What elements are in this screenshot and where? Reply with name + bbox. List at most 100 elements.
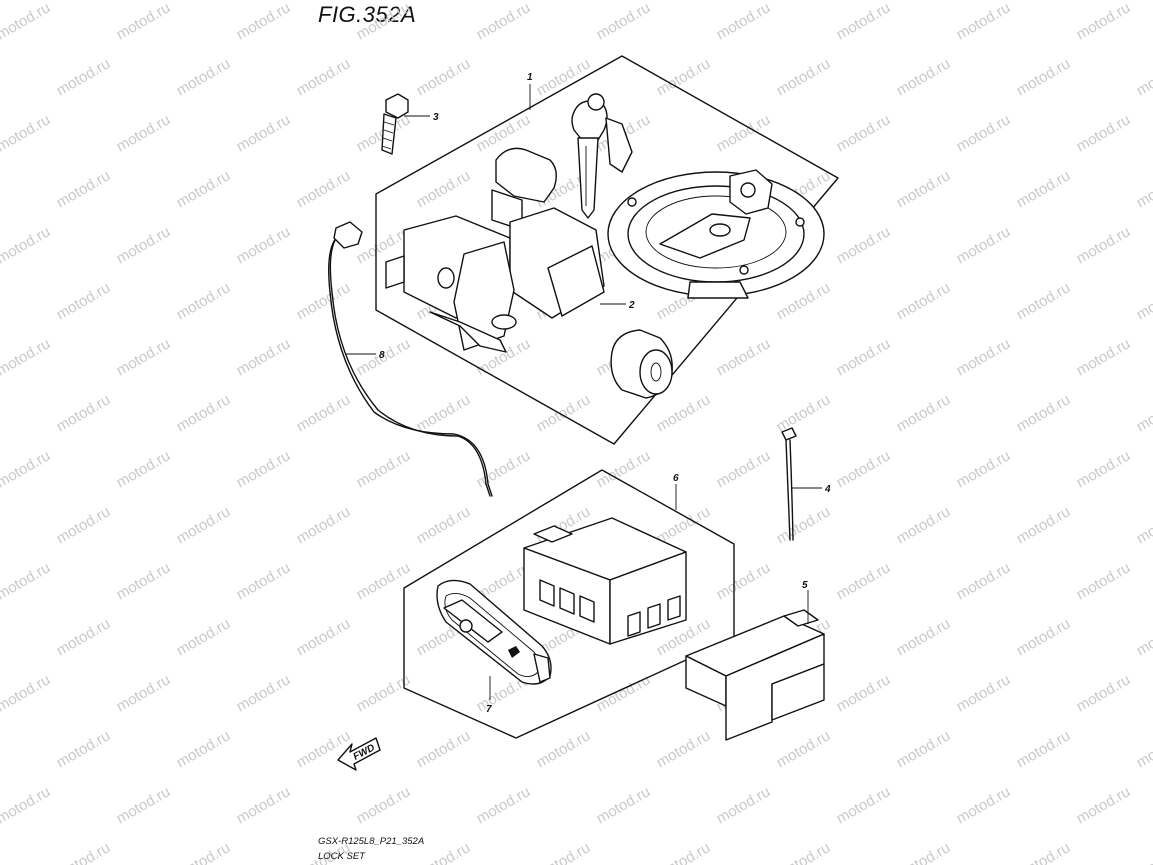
watermark-text: motod.ru <box>174 391 234 435</box>
watermark-text: motod.ru <box>1014 839 1074 865</box>
figure-name: LOCK SET <box>318 851 365 862</box>
watermark-text: motod.ru <box>114 335 174 379</box>
watermark-text: motod.ru <box>774 391 834 435</box>
watermark-text: motod.ru <box>594 783 654 827</box>
watermark-text: motod.ru <box>1074 783 1134 827</box>
watermark-text: motod.ru <box>954 223 1014 267</box>
watermark-text: motod.ru <box>1014 167 1074 211</box>
watermark-text: motod.ru <box>954 783 1014 827</box>
watermark-text: motod.ru <box>1014 727 1074 771</box>
watermark-text: motod.ru <box>1134 727 1153 771</box>
watermark-text: motod.ru <box>54 727 114 771</box>
watermark-text: motod.ru <box>1134 839 1153 865</box>
watermark-text: motod.ru <box>114 559 174 603</box>
fuel-cap-drawing <box>607 169 825 299</box>
watermark-text: motod.ru <box>1134 391 1153 435</box>
watermark-text: motod.ru <box>114 0 174 43</box>
watermark-text: motod.ru <box>774 727 834 771</box>
watermark-text: motod.ru <box>234 559 294 603</box>
watermark-text: motod.ru <box>414 55 474 99</box>
lock-cylinder-drawing <box>610 329 673 399</box>
watermark-text: motod.ru <box>1014 55 1074 99</box>
watermark-text: motod.ru <box>0 671 53 715</box>
watermark-text: motod.ru <box>54 839 114 865</box>
watermark-text: motod.ru <box>1134 503 1153 547</box>
watermark-text: motod.ru <box>834 335 894 379</box>
watermark-text: motod.ru <box>294 55 354 99</box>
watermark-text: motod.ru <box>54 167 114 211</box>
watermark-text: motod.ru <box>894 55 954 99</box>
watermark-text: motod.ru <box>954 559 1014 603</box>
watermark-text: motod.ru <box>954 0 1014 43</box>
watermark-text: motod.ru <box>294 727 354 771</box>
watermark-text: motod.ru <box>774 503 834 547</box>
watermark-text: motod.ru <box>654 727 714 771</box>
watermark-text: motod.ru <box>534 839 594 865</box>
watermark-text: motod.ru <box>414 727 474 771</box>
watermark-text: motod.ru <box>234 0 294 43</box>
watermark-text: motod.ru <box>894 167 954 211</box>
watermark-text: motod.ru <box>174 615 234 659</box>
watermark-text: motod.ru <box>114 783 174 827</box>
lock-set-frame <box>375 55 839 445</box>
watermark-text: motod.ru <box>534 391 594 435</box>
watermark-text: motod.ru <box>714 335 774 379</box>
watermark-text: motod.ru <box>834 0 894 43</box>
watermark-text: motod.ru <box>1074 447 1134 491</box>
watermark-text: motod.ru <box>1074 559 1134 603</box>
watermark-text: motod.ru <box>714 447 774 491</box>
figure-title: FIG.352A <box>318 2 417 27</box>
figure-code: GSX-R125L8_P21_352A <box>318 836 425 847</box>
watermark-text: motod.ru <box>234 111 294 155</box>
watermark-text: motod.ru <box>174 279 234 323</box>
watermark-text: motod.ru <box>714 0 774 43</box>
watermark-text: motod.ru <box>1074 671 1134 715</box>
watermark-text: motod.ru <box>354 783 414 827</box>
watermark-text: motod.ru <box>0 335 53 379</box>
watermark-text: motod.ru <box>54 503 114 547</box>
watermark-text: motod.ru <box>774 839 834 865</box>
callout-1: 1 <box>527 72 533 83</box>
watermark-text: motod.ru <box>594 0 654 43</box>
watermark-text: motod.ru <box>174 167 234 211</box>
watermark-text: motod.ru <box>714 111 774 155</box>
control-unit-drawing <box>523 517 687 645</box>
watermark-text: motod.ru <box>534 727 594 771</box>
watermark-text: motod.ru <box>0 559 53 603</box>
leader-lines <box>345 84 822 700</box>
callout-5: 5 <box>802 580 808 591</box>
watermark-text: motod.ru <box>354 447 414 491</box>
watermark-text: motod.ru <box>474 447 534 491</box>
watermark-text: motod.ru <box>54 615 114 659</box>
watermark-text: motod.ru <box>54 279 114 323</box>
watermark-text: motod.ru <box>714 783 774 827</box>
bolt-drawing <box>381 93 409 155</box>
watermark-text: motod.ru <box>54 55 114 99</box>
watermark-text: motod.ru <box>654 839 714 865</box>
watermark-text: motod.ru <box>594 447 654 491</box>
watermark-text: motod.ru <box>1074 335 1134 379</box>
watermark-text: motod.ru <box>294 503 354 547</box>
watermark-text: motod.ru <box>114 447 174 491</box>
watermark-text: motod.ru <box>894 503 954 547</box>
bracket-drawing <box>685 609 825 741</box>
watermark-text: motod.ru <box>714 559 774 603</box>
watermark-text: motod.ru <box>294 615 354 659</box>
watermark-text: motod.ru <box>474 783 534 827</box>
watermark-text: motod.ru <box>1134 167 1153 211</box>
watermark-text: motod.ru <box>954 111 1014 155</box>
fwd-arrow-label: FWD <box>352 742 377 762</box>
watermark-text: motod.ru <box>1134 615 1153 659</box>
watermark-text: motod.ru <box>654 55 714 99</box>
watermark-text: motod.ru <box>414 503 474 547</box>
watermark-text: motod.ru <box>834 447 894 491</box>
callout-2: 2 <box>628 300 635 311</box>
watermark-text: motod.ru <box>0 223 53 267</box>
key-fob-drawing <box>436 579 552 685</box>
key-drawing <box>571 93 633 219</box>
watermark-text: motod.ru <box>1134 279 1153 323</box>
ignition-switch-drawing <box>385 147 605 353</box>
cable-tie-drawing <box>781 427 797 541</box>
watermark-text: motod.ru <box>114 671 174 715</box>
watermark-text: motod.ru <box>354 0 414 43</box>
